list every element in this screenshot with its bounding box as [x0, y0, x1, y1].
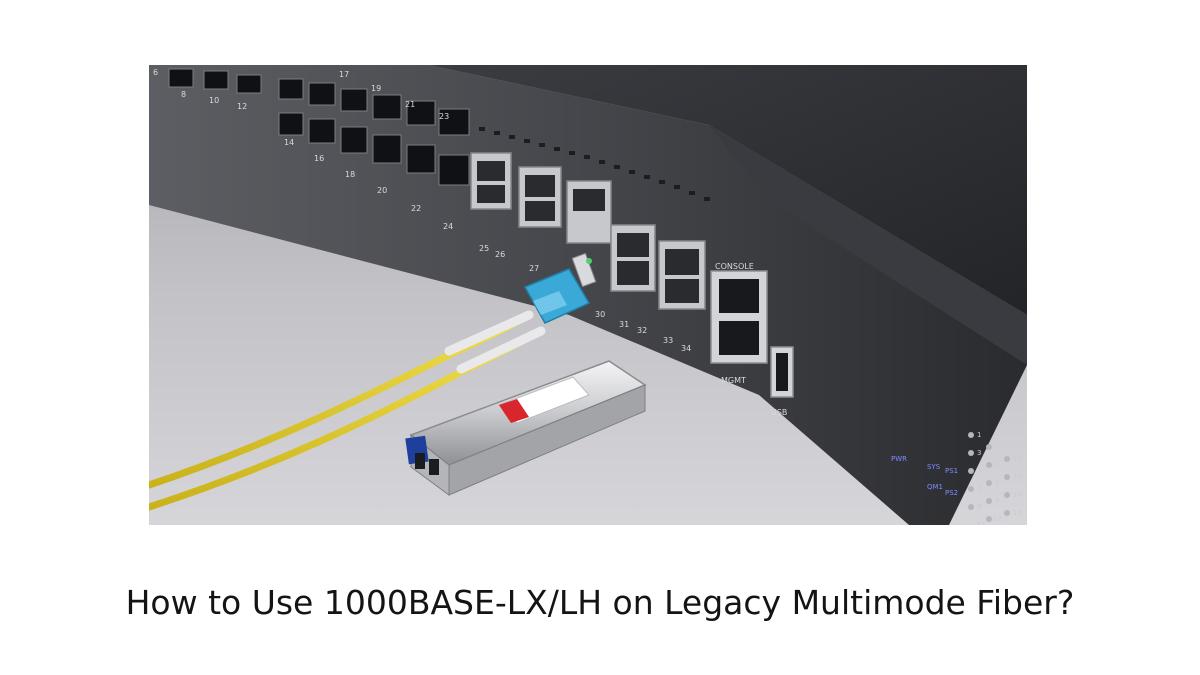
sfp-transceiver-module [405, 360, 647, 496]
switch-top [429, 65, 1027, 315]
port-label: 6 [153, 68, 158, 77]
port-label: 17 [339, 70, 349, 79]
product-photo: 6 17 19 21 23 8 10 12 14 16 18 20 22 24 … [149, 65, 1027, 525]
svg-text:5: 5 [977, 467, 981, 475]
led-label-pwr: PWR [891, 455, 907, 463]
svg-text:8: 8 [995, 497, 999, 505]
svg-text:4: 4 [995, 461, 1000, 469]
port-label: 8 [181, 90, 186, 99]
port-label: 32 [637, 326, 647, 335]
svg-text:6: 6 [995, 479, 1000, 487]
fiber-patch-cable [149, 310, 546, 511]
port-led-numbers: 1 3 5 7 9 2 4 6 8 12 13 10 14 15 11 [977, 431, 1022, 525]
switch-sfp-illustration: 6 17 19 21 23 8 10 12 14 16 18 20 22 24 … [149, 65, 1027, 525]
port-label: 10 [209, 96, 219, 105]
svg-text:2: 2 [995, 443, 999, 451]
sfp-cage-ports [470, 152, 706, 310]
port-label: 27 [529, 264, 539, 273]
led-label-qm1: QM1 [927, 483, 943, 491]
vent-slots [479, 127, 710, 201]
port-label: 25 [479, 244, 489, 253]
port-label: 33 [663, 336, 673, 345]
rj45-ports-upper [168, 68, 470, 136]
lc-connector [523, 252, 597, 324]
port-label: 22 [411, 204, 421, 213]
port-label: 18 [345, 170, 355, 179]
svg-text:14: 14 [1013, 491, 1022, 499]
led-label-sys: SYS [927, 463, 941, 471]
port-label: 20 [377, 186, 387, 195]
svg-text:15: 15 [1013, 509, 1022, 517]
port-label: 12 [237, 102, 247, 111]
port-label: 16 [314, 154, 324, 163]
svg-text:13: 13 [1013, 455, 1022, 463]
port-label: 21 [405, 100, 415, 109]
svg-text:1: 1 [977, 431, 981, 439]
usb-slot [776, 353, 788, 391]
mgmt-label: MGMT [721, 376, 746, 385]
svg-text:10: 10 [1013, 473, 1022, 481]
port-label: 31 [619, 320, 629, 329]
port-label: 30 [595, 310, 605, 319]
port-label: 14 [284, 138, 294, 147]
port-number-labels: 6 17 19 21 23 8 10 12 14 16 18 20 22 24 … [153, 68, 787, 417]
switch-front-edge [709, 125, 1027, 365]
usb-label: USB [771, 408, 787, 417]
svg-text:9: 9 [977, 503, 981, 511]
port-label: 19 [371, 84, 381, 93]
svg-text:11: 11 [977, 521, 986, 525]
port-label: 24 [443, 222, 453, 231]
led-label-ps1: PS1 [945, 467, 958, 475]
page-title: How to Use 1000BASE-LX/LH on Legacy Mult… [125, 583, 1075, 622]
port-led-grid [968, 432, 1010, 522]
svg-text:3: 3 [977, 449, 981, 457]
rj45-ports-lower [278, 112, 470, 186]
port-label: 26 [495, 250, 505, 259]
console-mgmt-block [710, 270, 768, 364]
switch-front-panel [149, 65, 1027, 525]
led-label-ps2: PS2 [945, 489, 958, 497]
status-led-labels: PWR SYS PS1 QM1 PS2 [891, 455, 958, 497]
port-label: 23 [439, 112, 449, 121]
svg-text:7: 7 [977, 485, 981, 493]
console-label: CONSOLE [715, 262, 754, 271]
svg-text:12: 12 [993, 515, 1002, 523]
port-label: 34 [681, 344, 691, 353]
